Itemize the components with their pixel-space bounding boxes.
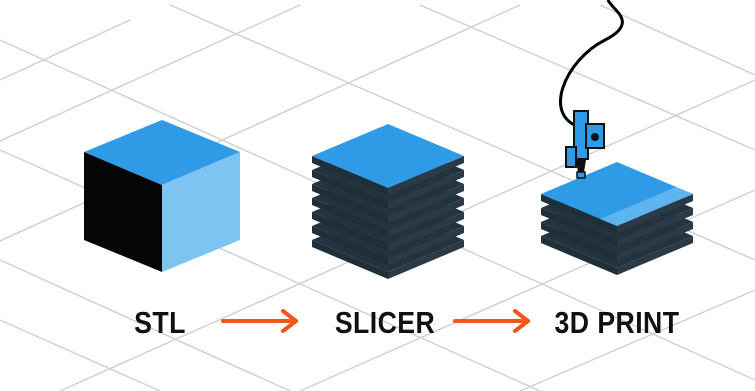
step-label-slicer: SLICER (335, 306, 435, 340)
slicer-layer (312, 124, 464, 195)
print-highlight (600, 162, 693, 226)
background-grid (0, 4, 755, 391)
right-arrow-icon (221, 309, 298, 333)
step-label-3d-print: 3D PRINT (555, 306, 680, 340)
sliced-layers-icon (312, 124, 464, 279)
3d-printer-head-icon (559, 0, 624, 179)
step-label-stl: STL (134, 306, 186, 340)
stl-cube-icon (84, 120, 240, 272)
right-arrow-icon (453, 309, 530, 333)
printed-layers-icon (541, 162, 693, 275)
